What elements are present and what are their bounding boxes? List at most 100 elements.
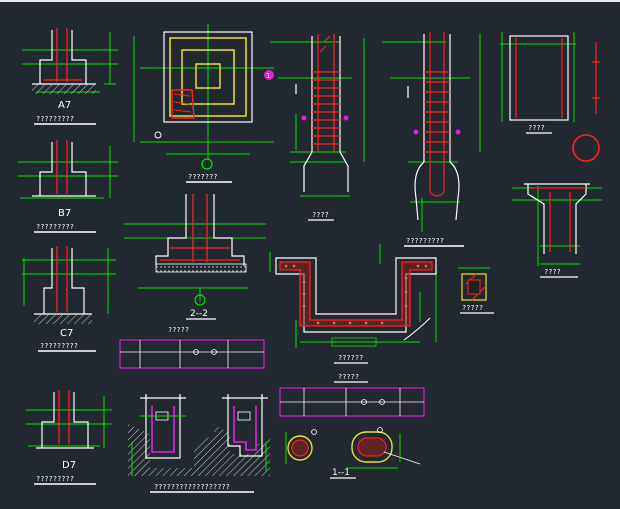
s11-label: 1--1 <box>332 468 350 478</box>
flare-rebar <box>532 187 586 252</box>
column-elevation-right: ????????? <box>382 32 481 247</box>
col-right-rebar <box>424 32 450 197</box>
col-right-outline <box>407 34 460 221</box>
raft-rebar-dots <box>284 264 428 325</box>
plan-footing-step <box>181 49 235 105</box>
section-2-2: 2--2 ????? <box>124 194 266 334</box>
col-left-rebar <box>312 34 340 152</box>
column-elevation-left: ???? <box>270 34 365 221</box>
section-1-1: 1--1 <box>279 387 425 479</box>
plan-caption: ??????? <box>188 173 218 181</box>
c7-label: C7 <box>60 328 73 339</box>
s22-table-frame <box>119 339 265 369</box>
plan-outer-outline <box>163 31 253 123</box>
cap-dimensions <box>500 32 576 122</box>
footing-plan: 1 ??????? <box>133 24 274 183</box>
plan-column-outline <box>195 63 221 89</box>
col-left-tag-1 <box>301 115 307 121</box>
detail-b7: B7 ????????? <box>18 140 118 233</box>
c7-dimensions <box>22 248 116 314</box>
raft-dimensions <box>269 244 437 348</box>
col-left-tag-2 <box>343 115 349 121</box>
col-right-tag-2 <box>455 129 461 135</box>
flare-dimensions <box>512 186 602 266</box>
b7-caption: ????????? <box>36 223 74 231</box>
s11-pipe-oval <box>351 427 421 465</box>
raft-label-box <box>331 337 377 347</box>
c7-caption: ????????? <box>40 342 78 350</box>
c7-outline <box>34 248 92 315</box>
pit-left-lining <box>151 406 175 453</box>
pit-sections: ?????????????????? <box>128 394 270 493</box>
flare-outline <box>524 183 590 254</box>
cap-caption: ???? <box>528 124 545 132</box>
detail-d7: D7 ????????? <box>26 390 112 485</box>
s22-caption: ????? <box>168 326 189 334</box>
pit-left-outline <box>140 394 186 459</box>
a7-soil-hatch <box>32 84 96 94</box>
pit-right-lining <box>233 406 257 451</box>
corbel-core <box>467 279 481 295</box>
plan-dimensions <box>133 24 274 160</box>
a7-label: A7 <box>58 100 71 111</box>
a7-caption: ????????? <box>36 115 74 123</box>
b7-label: B7 <box>58 208 71 219</box>
col-left-outline <box>295 36 349 192</box>
s22-dimensions <box>124 223 266 302</box>
plan-rebar-lines <box>173 93 192 113</box>
s22-rebar <box>160 194 240 262</box>
col-left-dimensions <box>270 38 365 197</box>
pit-dimensions <box>131 415 267 476</box>
c7-rebar <box>56 246 68 312</box>
raft-subcaption: ????? <box>338 373 359 381</box>
pit-soil-left <box>128 424 214 476</box>
c7-soil-hatch <box>34 314 92 324</box>
cap-outline <box>509 35 569 121</box>
plan-axis-tag <box>264 70 274 80</box>
raft-caption: ?????? <box>338 354 363 362</box>
s22-section-table <box>119 339 265 369</box>
plan-axis-tag-text: 1 <box>266 72 270 80</box>
pit-right-outline <box>222 394 268 457</box>
d7-label: D7 <box>62 460 76 471</box>
pit-right-box <box>237 411 251 421</box>
column-cap-detail: ???? <box>500 32 600 162</box>
d7-outline <box>36 392 94 449</box>
plan-axis-bubble <box>201 158 213 170</box>
corbel-caption: ????? <box>462 304 483 312</box>
b7-rebar <box>56 140 68 194</box>
plan-marker-circle <box>154 131 162 139</box>
raft-rebar-body <box>279 261 433 327</box>
plan-rebar-cutout <box>171 89 195 119</box>
s22-outline <box>155 194 245 266</box>
b7-dimensions <box>18 146 118 199</box>
flared-column-detail: ???? <box>512 183 602 278</box>
cap-section-circle <box>572 134 600 162</box>
detail-a7: A7 ????????? <box>22 28 118 125</box>
s22-label: 2--2 <box>190 309 208 319</box>
s22-blinding <box>155 263 247 273</box>
b7-outline <box>32 142 96 197</box>
plan-footing-outer <box>169 37 247 117</box>
a7-rebar <box>44 28 82 82</box>
raft-leader <box>403 317 431 341</box>
cap-rebar <box>515 38 600 118</box>
stepped-raft-section: ?????? ????? <box>269 244 437 383</box>
pit-caption: ?????????????????? <box>154 483 230 491</box>
detail-c7: C7 ????????? <box>22 246 116 352</box>
a7-dimensions <box>22 32 118 93</box>
s22-axis-bubble <box>194 294 206 306</box>
col-right-tag-1 <box>413 129 419 135</box>
a7-outline <box>32 30 96 85</box>
col-left-caption: ???? <box>312 211 329 219</box>
d7-rebar <box>58 390 70 444</box>
corbel-outline <box>461 273 487 301</box>
col-right-caption: ????????? <box>406 237 444 245</box>
d7-caption: ????????? <box>36 475 74 483</box>
s11-dimensions <box>285 432 401 469</box>
corbel-section: ????? <box>458 267 494 314</box>
col-right-dimensions <box>382 34 481 232</box>
flare-caption: ???? <box>544 268 561 276</box>
